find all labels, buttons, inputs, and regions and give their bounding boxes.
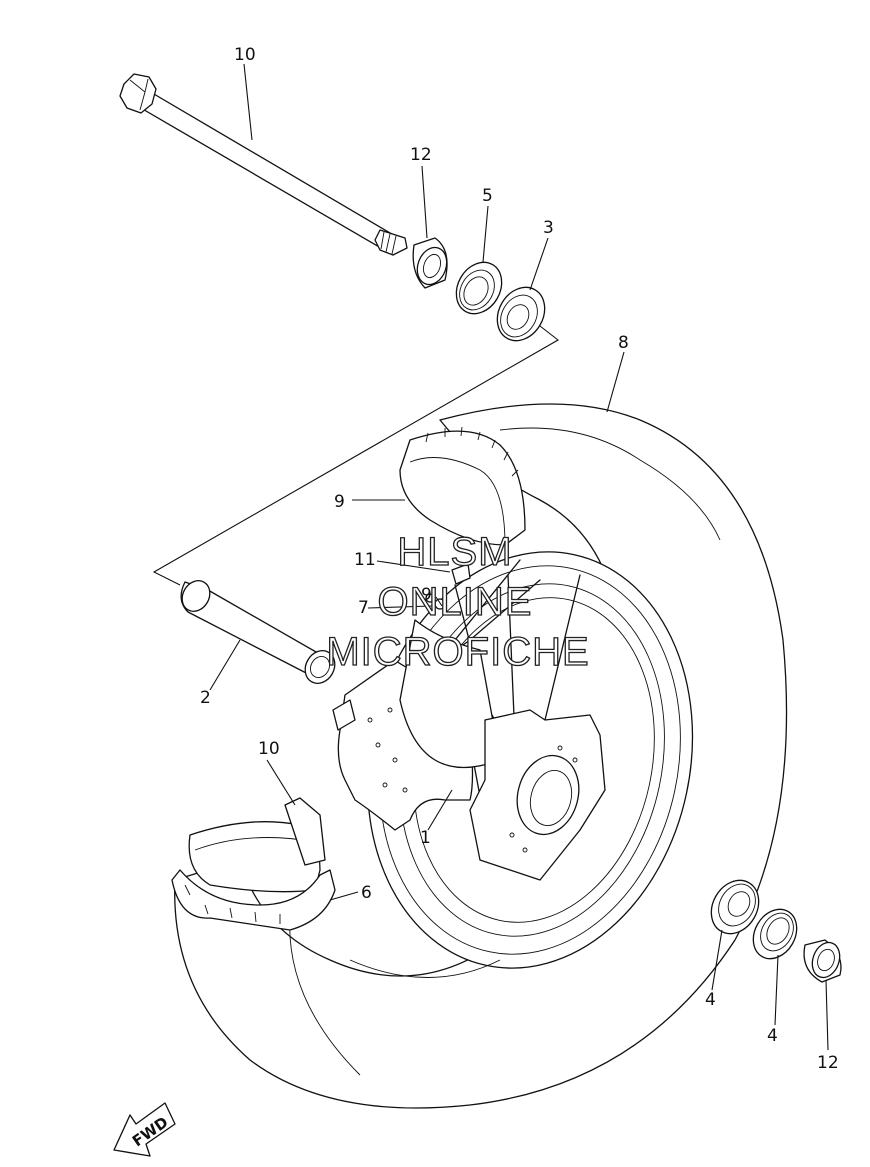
collar-part-12-top bbox=[412, 237, 448, 289]
watermark: HLSM ONLINE MICROFICHE bbox=[326, 529, 590, 674]
rim-band-part-9 bbox=[188, 797, 326, 893]
callout-1: 1 bbox=[420, 828, 431, 848]
callout-9-lower: 10 bbox=[258, 739, 280, 759]
watermark-line-1: HLSM bbox=[397, 530, 512, 574]
leader-lines bbox=[209, 63, 829, 1051]
callout-10: 11 bbox=[354, 550, 376, 570]
collar-part-12-bottom bbox=[803, 939, 842, 983]
callout-8: 9 bbox=[334, 492, 345, 512]
callout-6: 7 bbox=[358, 598, 369, 618]
spacer-part-2 bbox=[180, 580, 336, 684]
callout-4-top: 5 bbox=[482, 186, 493, 206]
callout-9-upper: 9 bbox=[421, 585, 432, 605]
callout-12-bottom: 12 bbox=[817, 1053, 839, 1073]
callout-5: 6 bbox=[361, 883, 372, 903]
callout-3-bottom: 4 bbox=[705, 990, 716, 1010]
callout-11: 10 bbox=[234, 45, 256, 65]
watermark-line-2: ONLINE bbox=[378, 580, 533, 624]
wheel-hub-part-1 bbox=[332, 619, 606, 881]
bearing-part-3-top bbox=[496, 286, 546, 342]
forward-direction-arrow: FWD bbox=[113, 1102, 176, 1157]
callout-2: 2 bbox=[200, 688, 211, 708]
oil-seal-part-4-bottom bbox=[752, 908, 798, 960]
bearing-part-3-bottom bbox=[710, 879, 760, 935]
rim-band-part-8 bbox=[399, 426, 526, 546]
wheel-axle-part-11 bbox=[119, 73, 408, 256]
callout-12-top: 12 bbox=[410, 145, 432, 165]
valve-parts-6-10 bbox=[425, 563, 471, 610]
watermark-line-3: MICROFICHE bbox=[326, 630, 589, 674]
assembly-bracket-line bbox=[152, 325, 559, 586]
oil-seal-part-4-top bbox=[455, 261, 503, 315]
tube-part-5 bbox=[171, 869, 336, 931]
callout-4-bottom: 4 bbox=[767, 1026, 778, 1046]
callout-7: 8 bbox=[618, 333, 629, 353]
callout-3-top: 3 bbox=[543, 218, 554, 238]
